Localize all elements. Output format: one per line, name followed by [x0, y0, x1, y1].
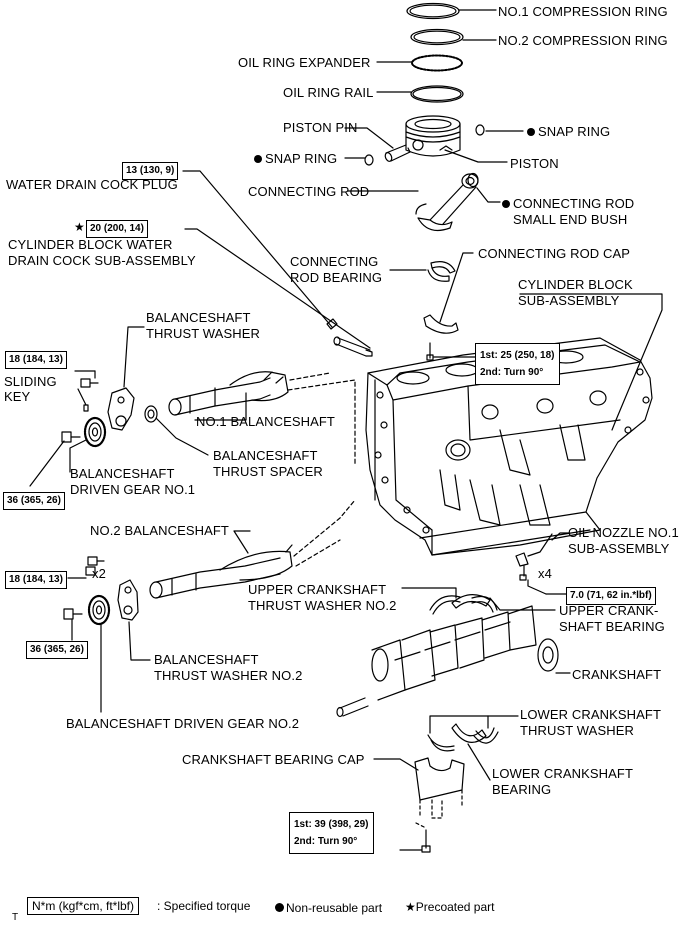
- no1-thrust-washer-bolt-shape: [80, 378, 99, 388]
- lower-bearing-shape: [451, 723, 487, 743]
- label-bal-driven-gear1-1: BALANCESHAFT: [70, 466, 175, 481]
- main-bearing-cap-shape: [414, 757, 465, 853]
- driven-gear-no1-shape: [83, 416, 107, 448]
- label-x2: x2: [92, 566, 106, 581]
- label-crankshaft: CRANKSHAFT: [572, 667, 662, 682]
- torque-main-cap-1st: 1st: 39 (398, 29): [294, 819, 369, 830]
- label-conrod-small-end-bush: CONNECTING ROD: [502, 196, 634, 211]
- torque-gear2-bolt: 36 (365, 26): [26, 641, 88, 659]
- label-upper-thrust-1: UPPER CRANKSHAFT: [248, 582, 387, 597]
- label-cylinder-block-2: SUB-ASSEMBLY: [518, 293, 620, 308]
- label-x4: x4: [538, 566, 552, 581]
- torque-main-cap: 1st: 39 (398, 29) 2nd: Turn 90°: [289, 812, 374, 854]
- non-reusable-dot: [527, 128, 535, 136]
- no1-balanceshaft-shape: [168, 371, 289, 416]
- label-oil-nozzle-1: OIL NOZZLE NO.1: [568, 525, 679, 540]
- label-lower-thrust-1: LOWER CRANKSHAFT: [520, 707, 662, 722]
- no2-washer-bolts-shape: [85, 556, 105, 576]
- drain-cock-shape: [326, 318, 373, 357]
- label-bal-thrust-spacer-1: BALANCESHAFT: [213, 448, 318, 463]
- cylinder-block-shape: [365, 337, 653, 556]
- torque-conrod-cap-1st: 1st: 25 (250, 18): [480, 350, 555, 361]
- bal-thrust-washer-shape: [107, 387, 135, 431]
- label-upper-bearing-1: UPPER CRANK-: [559, 603, 659, 618]
- corner-mark: T: [12, 912, 19, 923]
- label-no1-balanceshaft: NO.1 BALANCESHAFT: [196, 414, 335, 429]
- label-lower-bearing-1: LOWER CRANKSHAFT: [492, 766, 634, 781]
- label-bal-thrust-washer2-2: THRUST WASHER NO.2: [154, 668, 303, 683]
- piston-shape: [405, 115, 461, 157]
- label-lower-bearing-2: BEARING: [492, 782, 552, 797]
- label-no1-compression-ring: NO.1 COMPRESSION RING: [498, 4, 668, 19]
- legend-non-reusable: Non-reusable part: [275, 901, 382, 915]
- legend-precoated: ★Precoated part: [405, 900, 495, 914]
- label-crank-bearing-cap: CRANKSHAFT BEARING CAP: [182, 752, 365, 767]
- torque-gear1-bolt: 36 (365, 26): [3, 492, 65, 510]
- label-piston-pin: PISTON PIN: [283, 120, 358, 135]
- oil-ring-expander-shape: [411, 54, 463, 72]
- label-oil-ring-expander: OIL RING EXPANDER: [238, 55, 371, 70]
- driven-gear-no2-shape: [87, 594, 111, 626]
- label-upper-thrust-2: THRUST WASHER NO.2: [248, 598, 397, 613]
- upper-thrust-washers-shape: [429, 595, 498, 615]
- precoated-star: ★: [74, 220, 85, 234]
- oil-nozzle-shape: [515, 533, 553, 581]
- legend-torque-unit-box: N*m (kgf*cm, ft*lbf): [27, 897, 140, 915]
- torque-thrust-washer-bolt: 18 (184, 13): [5, 351, 67, 369]
- label-conrod-cap: CONNECTING ROD CAP: [478, 246, 631, 261]
- label-conrod-bearing-1: CONNECTING: [290, 254, 379, 269]
- non-reusable-dot: [254, 155, 262, 163]
- label-lower-thrust-2: THRUST WASHER: [520, 723, 634, 738]
- label-oil-nozzle-2: SUB-ASSEMBLY: [568, 541, 670, 556]
- legend-specified-torque: : Specified torque: [157, 899, 251, 913]
- precoated-star: ★: [405, 900, 416, 914]
- label-sliding-key-1: SLIDING: [4, 374, 57, 389]
- label-cylinder-block-water-drain-1: CYLINDER BLOCK WATER: [8, 237, 173, 252]
- torque-oil-nozzle: 7.0 (71, 62 in.*lbf): [566, 587, 656, 605]
- label-bal-thrust-spacer-2: THRUST SPACER: [213, 464, 323, 479]
- no1-compression-ring-shape: [406, 2, 460, 20]
- label-bal-thrust-washer-1: BALANCESHAFT: [146, 310, 251, 325]
- no2-balanceshaft-shape: [149, 544, 293, 599]
- label-conrod-small-end-bush-2: SMALL END BUSH: [513, 212, 628, 227]
- label-bal-thrust-washer2-1: BALANCESHAFT: [154, 652, 259, 667]
- label-conrod-bearing-2: ROD BEARING: [290, 270, 383, 285]
- crankshaft-shape: [336, 605, 559, 718]
- label-cylinder-block-water-drain-2: DRAIN COCK SUB-ASSEMBLY: [8, 253, 196, 268]
- piston-pin-shape: [384, 144, 411, 162]
- conrod-cap-shape: [423, 314, 459, 361]
- bal-thrust-washer-no2-shape: [117, 579, 139, 621]
- label-bal-driven-gear2: BALANCESHAFT DRIVEN GEAR NO.2: [66, 716, 300, 731]
- torque-conrod-cap: 1st: 25 (250, 18) 2nd: Turn 90°: [475, 343, 560, 385]
- label-cylinder-block-1: CYLINDER BLOCK: [518, 277, 633, 292]
- label-water-drain-cock-plug: WATER DRAIN COCK PLUG: [6, 177, 178, 192]
- torque-drain-cock: 20 (200, 14): [86, 220, 148, 238]
- label-upper-bearing-2: SHAFT BEARING: [559, 619, 665, 634]
- label-connecting-rod: CONNECTING ROD: [248, 184, 370, 199]
- oil-ring-rail-shape: [410, 85, 464, 103]
- torque-conrod-cap-2nd: 2nd: Turn 90°: [480, 367, 544, 378]
- non-reusable-dot: [275, 903, 284, 912]
- gear1-bolt-shape: [61, 431, 81, 443]
- torque-no2-washer-bolt: 18 (184, 13): [5, 571, 67, 589]
- label-no2-balanceshaft: NO.2 BALANCESHAFT: [90, 523, 229, 538]
- thrust-spacer-shape: [144, 405, 158, 423]
- gear2-bolt-shape: [63, 608, 83, 620]
- label-bal-driven-gear1-2: DRIVEN GEAR NO.1: [70, 482, 196, 497]
- label-snap-ring-right: SNAP RING: [527, 124, 610, 139]
- label-no2-compression-ring: NO.2 COMPRESSION RING: [498, 33, 668, 48]
- conrod-bearing-shape: [427, 261, 456, 282]
- non-reusable-dot: [502, 200, 510, 208]
- upper-bearing-shape: [451, 594, 491, 609]
- label-bal-thrust-washer-2: THRUST WASHER: [146, 326, 260, 341]
- torque-water-drain-plug: 13 (130, 9): [122, 162, 179, 180]
- label-sliding-key-2: KEY: [4, 389, 31, 404]
- label-piston: PISTON: [510, 156, 559, 171]
- torque-main-cap-2nd: 2nd: Turn 90°: [294, 836, 358, 847]
- label-snap-ring-left: SNAP RING: [254, 151, 337, 166]
- no2-compression-ring-shape: [410, 28, 464, 46]
- label-oil-ring-rail: OIL RING RAIL: [283, 85, 374, 100]
